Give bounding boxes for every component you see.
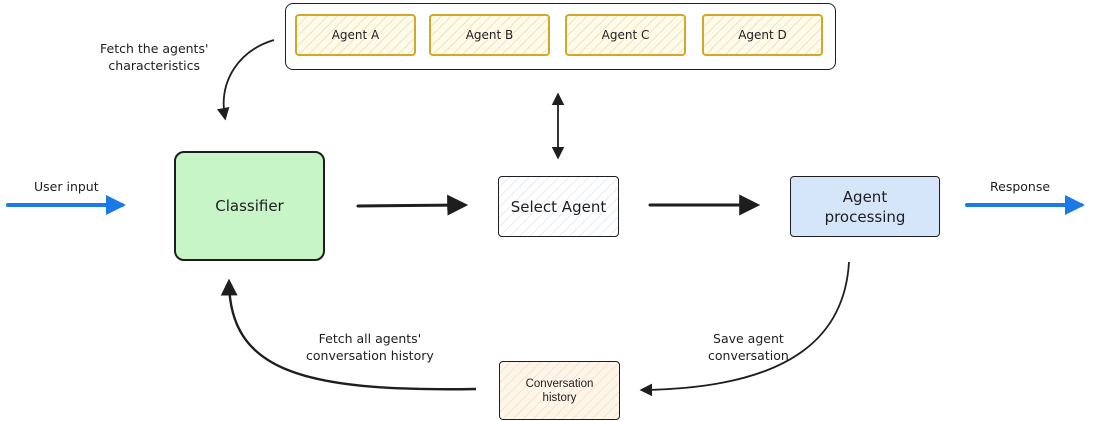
agent-b-box: Agent B bbox=[429, 14, 550, 56]
agent-processing-node: Agent processing bbox=[790, 176, 940, 237]
select-agent-node: Select Agent bbox=[498, 176, 619, 237]
user-input-label: User input bbox=[34, 179, 99, 194]
conversation-history-line2: history bbox=[542, 391, 577, 404]
save-conversation-line2: conversation bbox=[708, 348, 789, 363]
agent-c-box: Agent C bbox=[565, 14, 686, 56]
save-conversation-label: Save agent conversation bbox=[708, 330, 789, 364]
agent-processing-line1: Agent bbox=[842, 187, 888, 206]
fetch-characteristics-label: Fetch the agents' characteristics bbox=[100, 40, 208, 74]
classifier-to-select-arrow bbox=[356, 194, 469, 216]
agent-d-box: Agent D bbox=[702, 14, 823, 56]
fetch-history-line2: conversation history bbox=[306, 348, 434, 363]
save-conversation-arrow bbox=[639, 261, 850, 397]
fetch-history-line1: Fetch all agents' bbox=[318, 331, 422, 346]
fetch-characteristics-line1: Fetch the agents' bbox=[100, 41, 209, 56]
fetch-characteristics-arrow bbox=[216, 39, 275, 121]
fetch-history-arrow bbox=[220, 278, 477, 391]
response-label: Response bbox=[990, 179, 1051, 194]
save-conversation-line1: Save agent bbox=[713, 331, 784, 346]
agent-a-box: Agent A bbox=[295, 14, 416, 56]
agent-processing-line2: processing bbox=[824, 207, 906, 226]
conversation-history-node: Conversation history bbox=[499, 361, 620, 420]
conversation-history-line1: Conversation bbox=[525, 377, 594, 390]
fetch-characteristics-line2: characteristics bbox=[108, 58, 201, 73]
classifier-node: Classifier bbox=[174, 151, 325, 261]
fetch-history-label: Fetch all agents' conversation history bbox=[306, 330, 434, 364]
